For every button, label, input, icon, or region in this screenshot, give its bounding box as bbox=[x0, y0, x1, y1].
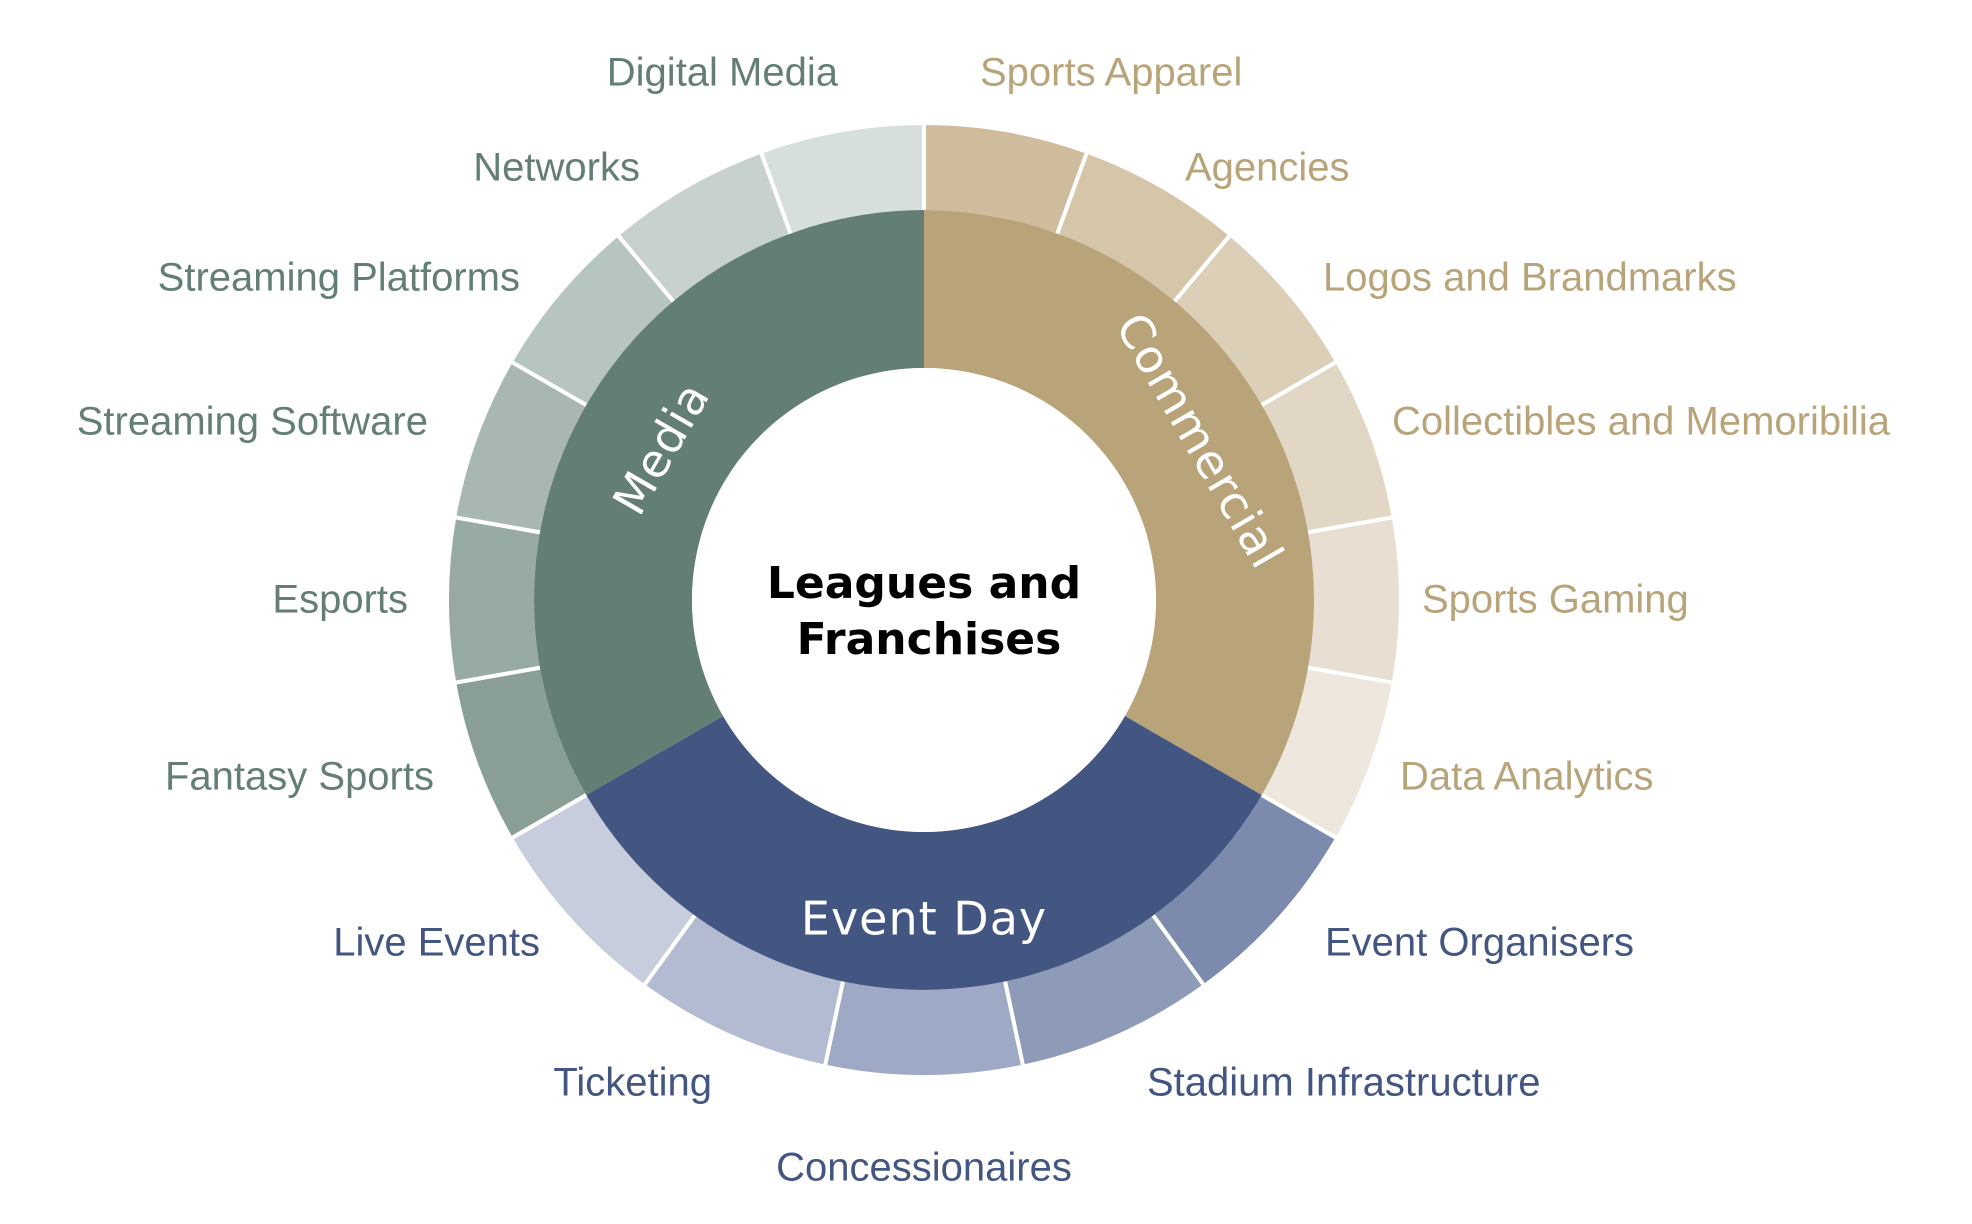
outer-label-streaming-platforms: Streaming Platforms bbox=[158, 256, 520, 300]
center-group: Leagues and Franchises bbox=[692, 368, 1156, 832]
outer-label-concessionaires: Concessionaires bbox=[776, 1146, 1072, 1190]
center-title-line2: Franchises bbox=[797, 614, 1062, 665]
outer-label-event-organisers: Event Organisers bbox=[1325, 921, 1634, 965]
outer-label-streaming-software: Streaming Software bbox=[77, 400, 428, 444]
outer-label-esports: Esports bbox=[272, 578, 408, 622]
outer-label-stadium-infrastructure: Stadium Infrastructure bbox=[1147, 1061, 1541, 1105]
outer-label-live-events: Live Events bbox=[333, 921, 540, 965]
center-title-line1: Leagues and bbox=[767, 558, 1081, 609]
outer-segment-esports bbox=[445, 514, 545, 686]
outer-label-collectibles-and-memoribilia: Collectibles and Memoribilia bbox=[1392, 400, 1891, 444]
outer-label-data-analytics: Data Analytics bbox=[1400, 755, 1653, 799]
outer-label-sports-gaming: Sports Gaming bbox=[1422, 578, 1689, 622]
outer-label-sports-apparel: Sports Apparel bbox=[980, 51, 1242, 95]
outer-label-logos-and-brandmarks: Logos and Brandmarks bbox=[1323, 256, 1737, 300]
category-segment-event-day bbox=[586, 716, 1262, 990]
category-label-event-day: Event Day bbox=[801, 892, 1047, 946]
category-segment-media bbox=[534, 210, 924, 795]
outer-label-digital-media: Digital Media bbox=[607, 51, 839, 95]
category-segment-commercial bbox=[924, 210, 1314, 795]
outer-label-networks: Networks bbox=[473, 146, 640, 190]
center-circle bbox=[692, 368, 1156, 832]
outer-label-ticketing: Ticketing bbox=[553, 1061, 712, 1105]
outer-ring bbox=[445, 120, 1403, 1079]
outer-segment-sports-gaming bbox=[1303, 514, 1403, 686]
outer-segment-concessionaires bbox=[822, 977, 1026, 1079]
outer-label-fantasy-sports: Fantasy Sports bbox=[165, 755, 434, 799]
outer-label-agencies: Agencies bbox=[1185, 146, 1350, 190]
